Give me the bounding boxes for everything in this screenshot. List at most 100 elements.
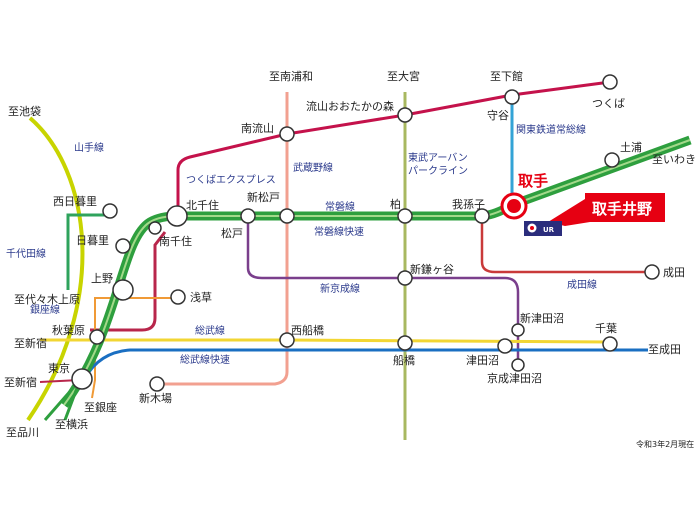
as-of-note: 令和3年2月現在	[636, 439, 694, 449]
yamanote-line	[26, 116, 85, 422]
dest-shinagawa: 至品川	[6, 426, 39, 439]
station-toride-highlight[interactable]	[500, 192, 528, 220]
line-label-tobu-2: パークライン	[408, 165, 468, 177]
joban-line-inner	[63, 139, 691, 406]
station-shinkiba-marker[interactable]	[149, 376, 165, 392]
station-shintsudanuma-marker[interactable]	[511, 323, 525, 337]
line-label-joban-rapid: 常磐線快速	[314, 225, 364, 238]
label-akihabara: 秋葉原	[52, 323, 85, 337]
line-label-joban: 常磐線	[325, 200, 355, 213]
label-shinkamagaya: 新鎌ヶ谷	[410, 262, 454, 276]
shinkeisei-line	[246, 220, 520, 368]
ginza-line	[91, 290, 178, 399]
line-label-chiyoda: 千代田線	[6, 247, 46, 260]
station-tsuchiura-marker[interactable]	[604, 152, 620, 168]
station-nishinippori-marker[interactable]	[102, 203, 118, 219]
station-labels: 取手 北千住 西日暮里 日暮里 南千住 上野 浅草 秋葉原 東京 新木場 新松戸…	[48, 97, 685, 405]
line-label-sobu-rapid: 総武線快速	[180, 353, 230, 366]
station-nagareyama-otakanomori-marker[interactable]	[397, 107, 413, 123]
tsukuba-express-line	[176, 80, 611, 216]
callout-arrow-shape	[548, 193, 665, 226]
label-ueno: 上野	[91, 272, 113, 285]
station-akihabara-marker[interactable]	[89, 329, 105, 345]
station-ueno-marker[interactable]	[112, 279, 134, 301]
line-label-tsukuba-express: つくばエクスプレス	[186, 174, 276, 186]
line-label-sobu: 総武線	[195, 324, 225, 337]
station-tokyo-marker[interactable]	[71, 368, 93, 390]
line-label-tobu-1: 東武アーバン	[408, 151, 468, 164]
label-chiba: 千葉	[595, 321, 617, 335]
dest-yokohama: 至横浜	[55, 417, 88, 431]
line-label-shinkeisei: 新京成線	[320, 282, 360, 295]
label-tokyo: 東京	[48, 361, 70, 375]
station-asakusa-marker[interactable]	[170, 289, 186, 305]
station-kashiwa-marker[interactable]	[397, 208, 413, 224]
station-chiba-marker[interactable]	[602, 336, 618, 352]
station-shinkamagaya-marker[interactable]	[397, 270, 413, 286]
line-label-ginza: 銀座線	[30, 303, 60, 316]
dest-omiya: 至大宮	[387, 69, 420, 83]
sobu-line	[40, 338, 611, 344]
label-tsukuba: つくば	[592, 97, 625, 110]
station-keisei-tsudanuma-marker[interactable]	[511, 358, 525, 372]
label-shinmatsudo: 新松戸	[247, 190, 280, 204]
station-funabashi-marker[interactable]	[397, 335, 413, 351]
label-minaminagareyama: 南流山	[241, 121, 274, 135]
line-label-kanto-joso: 関東鉄道常総線	[516, 123, 586, 136]
station-toride-inner	[507, 199, 521, 213]
label-asakusa: 浅草	[190, 291, 212, 304]
station-tsukuba-marker[interactable]	[602, 74, 618, 90]
label-shinkiba: 新木場	[139, 391, 172, 405]
hibiya-line	[90, 231, 167, 332]
dest-iwaki: 至いわき	[652, 153, 696, 166]
label-shintsudanuma: 新津田沼	[520, 311, 564, 325]
station-shinmatsudo-marker[interactable]	[279, 208, 295, 224]
line-label-narita: 成田線	[567, 278, 597, 291]
ur-logo: UR	[524, 221, 562, 236]
sobu-rapid-line	[83, 348, 648, 379]
dest-ikebukuro: 至池袋	[8, 104, 41, 118]
narita-line	[480, 218, 650, 274]
line-label-musashino: 武蔵野線	[293, 161, 333, 174]
label-toride: 取手	[518, 172, 548, 190]
label-nishinippori: 西日暮里	[53, 194, 97, 208]
dest-shinjuku-marunouchi: 至新宿	[4, 375, 37, 389]
destination-labels: 至池袋 至南浦和 至大宮 至下館 至いわき 至代々木上原 至新宿 至新宿 至銀座…	[4, 69, 696, 439]
label-nippori: 日暮里	[76, 233, 109, 247]
label-abiko: 我孫子	[452, 198, 485, 211]
station-moriya-marker[interactable]	[504, 89, 520, 105]
dest-yoyogiuehara: 至代々木上原	[14, 293, 80, 306]
line-labels: 山手線 千代田線 銀座線 つくばエクスプレス 武蔵野線 東武アーバン パークライ…	[6, 123, 597, 366]
dest-shimodate: 至下館	[490, 69, 523, 83]
station-markers	[71, 74, 660, 392]
musashino-line	[160, 92, 289, 386]
ur-logo-text: UR	[543, 226, 555, 234]
label-moriya: 守谷	[487, 108, 509, 122]
label-funabashi: 船橋	[393, 353, 415, 367]
dest-narita-airport-dir: 至成田	[648, 343, 681, 356]
dest-shinjuku-sobu: 至新宿	[14, 336, 47, 350]
chiyoda-line	[66, 213, 108, 290]
station-nippori-marker[interactable]	[115, 238, 131, 254]
station-minamisenju-marker[interactable]	[148, 221, 162, 235]
line-paths	[26, 80, 692, 440]
station-matsudo-marker[interactable]	[240, 208, 256, 224]
label-matsudo: 松戸	[221, 226, 243, 240]
label-tsudanuma: 津田沼	[466, 353, 499, 367]
station-minaminagareyama-marker[interactable]	[279, 126, 295, 142]
station-narita-marker[interactable]	[644, 264, 660, 280]
station-tsudanuma-marker[interactable]	[497, 338, 513, 354]
label-narita: 成田	[663, 266, 685, 279]
label-minamisenju: 南千住	[159, 234, 192, 248]
dest-ginza: 至銀座	[84, 400, 117, 414]
dest-minamiurawa: 至南浦和	[269, 70, 313, 83]
station-abiko-marker[interactable]	[474, 208, 490, 224]
ur-logo-mark-inner	[530, 226, 534, 230]
station-nishifunabashi-marker[interactable]	[279, 332, 295, 348]
station-kitasenju-marker[interactable]	[166, 205, 188, 227]
label-nagareyama-otakanomori: 流山おおたかの森	[306, 99, 394, 113]
callout-label: 取手井野	[592, 200, 652, 218]
label-nishifunabashi: 西船橋	[291, 323, 324, 337]
label-kitasenju: 北千住	[186, 198, 219, 212]
